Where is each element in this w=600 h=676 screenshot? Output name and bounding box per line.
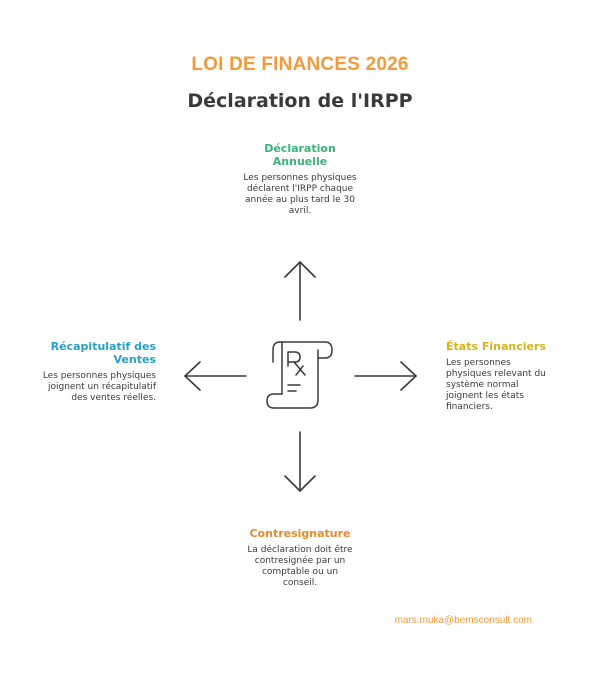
node-description: Les personnes physiques joignent un réca…	[42, 371, 156, 403]
arrow-right	[354, 361, 417, 391]
node-heading-line2: Ventes	[113, 353, 156, 366]
page-subtitle: Déclaration de l'IRPP	[187, 90, 413, 112]
node-heading: États Financiers	[446, 340, 546, 353]
node-description: La déclaration doit être contresignée pa…	[247, 545, 353, 588]
page-title: LOI DE FINANCES 2026	[191, 54, 409, 75]
arrow-left	[184, 361, 247, 391]
node-contresignature: Contresignature La déclaration doit être…	[230, 527, 370, 589]
node-heading-line1: Récapitulatif des	[50, 340, 156, 353]
node-description: Les personnes physiques déclarent l'IRPP…	[243, 173, 357, 216]
node-heading: Récapitulatif des Ventes	[30, 340, 156, 366]
node-heading-line1: Déclaration	[264, 142, 336, 155]
node-heading: Déclaration Annuelle	[230, 142, 370, 168]
node-recapitulatif-ventes: Récapitulatif des Ventes Les personnes p…	[30, 340, 156, 404]
node-declaration-annuelle: Déclaration Annuelle Les personnes physi…	[230, 142, 370, 217]
node-etats-financiers: États Financiers Les personnes physiques…	[446, 340, 566, 413]
arrow-up	[284, 261, 316, 321]
footer-email: mars.muka@bemsconsult.com	[394, 615, 532, 626]
node-heading-line2: Annuelle	[272, 155, 328, 168]
prescription-scroll-icon	[266, 341, 333, 409]
arrow-down	[284, 431, 316, 492]
node-heading: Contresignature	[249, 527, 351, 540]
node-description: Les personnes physiques relevant du syst…	[446, 358, 546, 412]
